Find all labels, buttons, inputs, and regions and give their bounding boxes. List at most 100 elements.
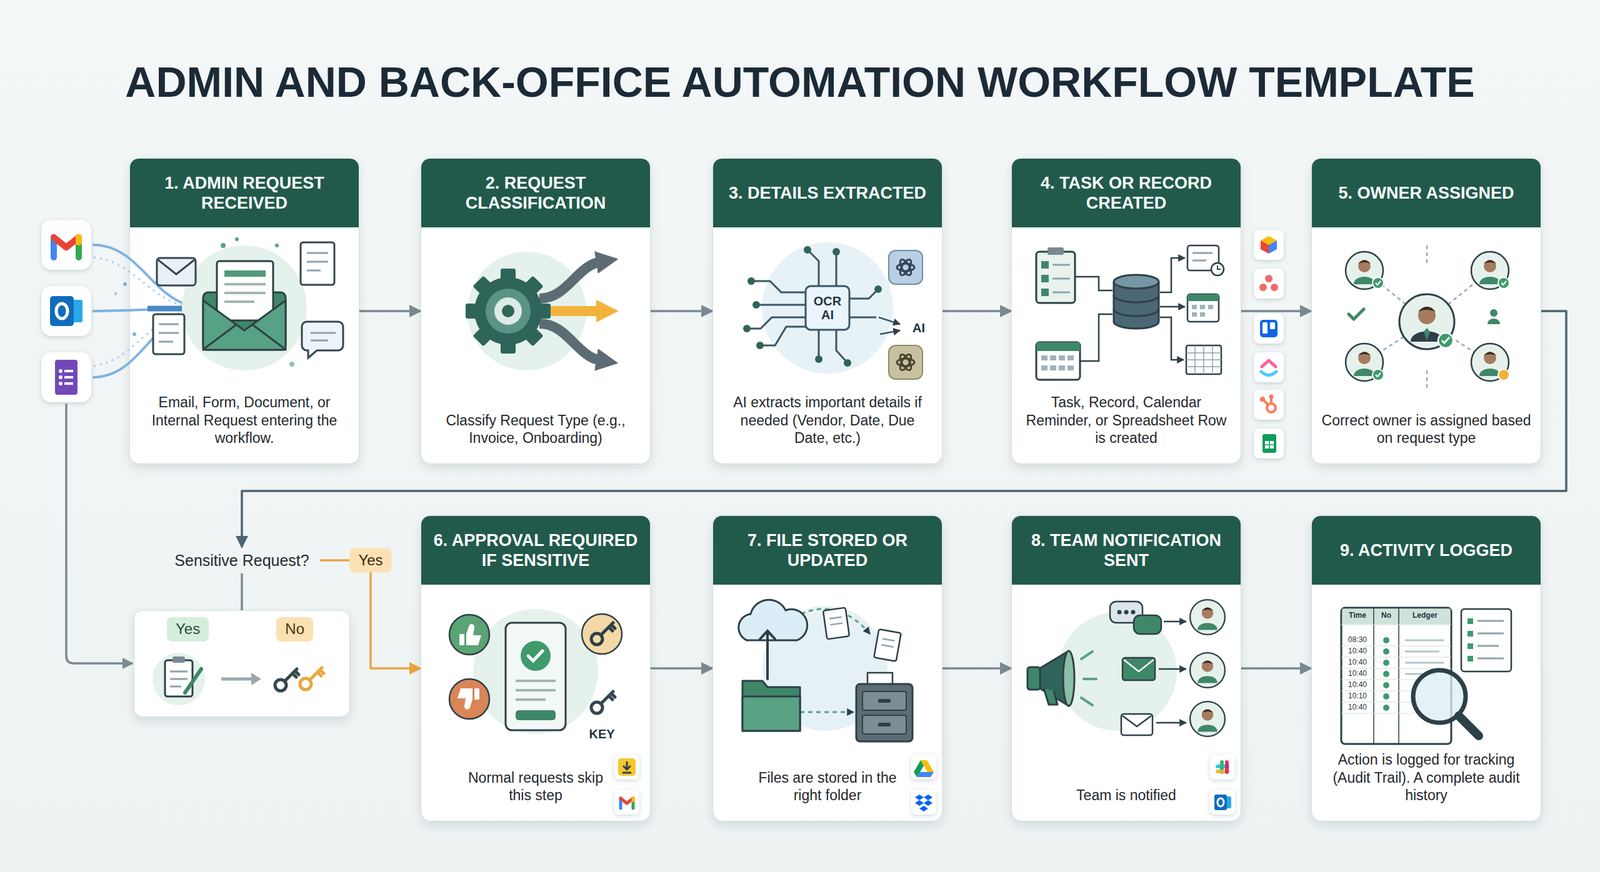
- flow-connector: [240, 573, 244, 611]
- record-illustration: [1211, 263, 1224, 276]
- notification-illustration: [1038, 651, 1069, 707]
- app-icons: [1253, 313, 1284, 344]
- label-anchor: 10:40: [1348, 670, 1367, 679]
- app-icons: [1260, 396, 1265, 402]
- outlook-icon: [56, 303, 68, 319]
- storage-illustration: [913, 760, 924, 778]
- extraction-illustration: [874, 285, 882, 294]
- storage-illustration: [920, 760, 934, 773]
- label-anchor: KEY: [588, 727, 615, 742]
- classification-illustration: [465, 268, 551, 354]
- label-anchor: OCR AI: [808, 294, 847, 322]
- owner-illustration: [1364, 270, 1490, 363]
- record-illustration: [1113, 295, 1159, 317]
- app-icons: [1265, 275, 1273, 283]
- title-anchor: ADMIN AND BACK-OFFICE AUTOMATION WORKFLO…: [125, 58, 1475, 106]
- table-header: Ledger: [1412, 611, 1438, 620]
- app-icons: [1253, 352, 1284, 383]
- audit-illustration: [1383, 637, 1390, 712]
- card-heading: 1. ADMIN REQUEST RECEIVED: [130, 158, 359, 228]
- approval-illustration: [459, 634, 465, 646]
- app-icons: [1260, 320, 1278, 338]
- classification-illustration: [472, 323, 496, 347]
- record-illustration: [1058, 355, 1065, 361]
- option-pill: No: [276, 617, 314, 642]
- label-anchor: 10:40: [1348, 681, 1367, 690]
- extraction-illustration: [896, 358, 915, 367]
- intake-streams: [92, 308, 188, 312]
- intake-streams: [123, 282, 127, 287]
- classification-illustration: [474, 277, 542, 345]
- extraction-illustration: [878, 317, 900, 325]
- classification-illustration: [539, 261, 601, 299]
- extraction-illustration: [832, 248, 840, 256]
- extraction-illustration: [751, 281, 806, 293]
- record-illustration: [1191, 312, 1197, 317]
- approval-illustration: [457, 688, 480, 710]
- intake-illustration: [203, 300, 286, 350]
- forms-icon: [64, 376, 74, 379]
- process-card: 7. FILE STORED OR UPDATEDFiles are store…: [712, 515, 943, 822]
- flow-connector: [942, 310, 1012, 313]
- record-illustration: [1036, 245, 1224, 380]
- app-icons: [1259, 283, 1267, 292]
- decision-illustration: [221, 678, 252, 682]
- extraction-illustration: [849, 289, 879, 299]
- intake-streams: [93, 311, 185, 367]
- owner-illustration: [1345, 245, 1510, 390]
- outlook-icon: [62, 300, 83, 323]
- storage-illustration: [915, 800, 924, 807]
- intake-illustration: [310, 333, 336, 341]
- label-anchor: 10:40: [1348, 703, 1367, 712]
- extraction-illustration: [807, 250, 819, 287]
- audit-illustration: [1342, 609, 1451, 625]
- process-card: 2. REQUEST CLASSIFICATIONClassify Reques…: [420, 158, 651, 465]
- bypass-line: [66, 403, 133, 664]
- intake-streams: [114, 292, 118, 296]
- bypass-line: [66, 403, 133, 664]
- process-card: 5. OWNER ASSIGNEDCorrect owner is assign…: [1311, 158, 1542, 465]
- card-heading: 5. OWNER ASSIGNED: [1311, 158, 1541, 228]
- storage-illustration: [800, 711, 854, 714]
- record-illustration: [1208, 305, 1214, 310]
- storage-illustration: [742, 681, 800, 732]
- intake-illustration: [158, 324, 179, 342]
- storage-illustration: [878, 723, 891, 727]
- record-illustration: [1052, 291, 1070, 294]
- extraction-illustration: [743, 246, 882, 367]
- intake-illustration: [275, 243, 279, 248]
- notification-illustration: [1210, 790, 1235, 815]
- intake-illustration: [224, 284, 266, 302]
- table-header: Time: [1348, 611, 1367, 620]
- intake-streams: [92, 312, 188, 378]
- storage-illustration: [787, 609, 870, 635]
- option-box: YesNo: [133, 610, 350, 718]
- app-icons: [1265, 441, 1274, 449]
- approval-illustration: [581, 614, 622, 655]
- forms-icon: [55, 360, 78, 395]
- record-illustration: [1113, 275, 1159, 289]
- extraction-illustration: [815, 355, 823, 364]
- notification-illustration: [1063, 651, 1075, 707]
- forms-icon: [58, 369, 63, 374]
- notification-illustration: [1027, 651, 1075, 707]
- approval-illustration: [591, 691, 615, 714]
- classification-illustration: [520, 323, 544, 347]
- app-icons: [1262, 322, 1268, 334]
- notification-illustration: [1225, 760, 1229, 775]
- classification-illustration: [472, 275, 496, 299]
- classification-illustration: [500, 268, 516, 287]
- notification-illustration: [1163, 621, 1187, 624]
- storage-illustration: [916, 772, 934, 778]
- decision-question: Sensitive Request?: [163, 547, 320, 574]
- extraction-illustration: [756, 304, 806, 307]
- classification-illustration: [501, 305, 515, 318]
- forms-icon: [64, 370, 74, 373]
- record-illustration: [1041, 261, 1049, 269]
- intake-streams: [92, 245, 188, 378]
- record-illustration: [1041, 355, 1048, 361]
- notification-illustration: [1220, 796, 1232, 809]
- audit-illustration: [1341, 608, 1452, 745]
- extraction-illustration: [898, 353, 914, 372]
